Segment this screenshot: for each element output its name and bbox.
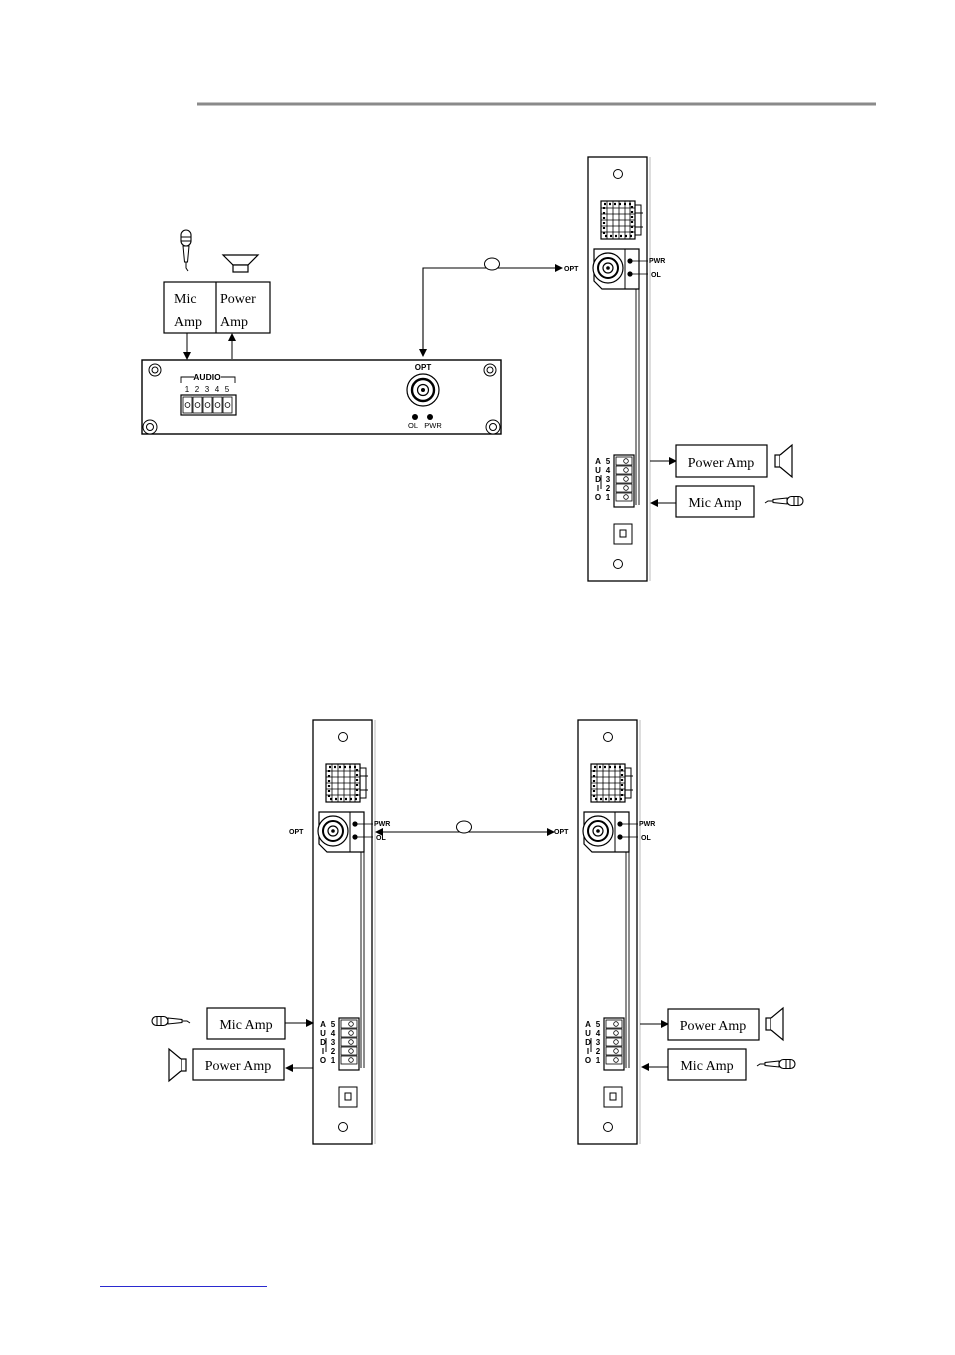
mic-amp-box: Mic Amp: [667, 1048, 747, 1081]
pin-label: 5: [596, 1020, 601, 1029]
pin-label: 4: [331, 1029, 336, 1038]
mic-amp-box: Mic Amp: [206, 1007, 286, 1040]
pin-label: 2: [596, 1047, 601, 1056]
standalone-unit: AUDIO 1 2 3 4 5 OPT OL PWR: [141, 359, 502, 435]
pin-label: 2: [606, 484, 611, 493]
card-module-top-right: PWR OL OPT 5 4 3 2 1 A U D I O: [564, 155, 665, 583]
pin-label: 3: [606, 475, 611, 484]
opt-label: OPT: [554, 829, 569, 836]
footer-link[interactable]: [100, 1270, 267, 1287]
pin-label: 2: [195, 385, 200, 394]
card-module-bottom-right: PWR OL OPT 5 4 3 2 1 A U D I O: [554, 718, 655, 1146]
pwr-label: PWR: [374, 821, 390, 828]
microphone-icon: [180, 229, 192, 272]
audio-letter: A: [320, 1020, 326, 1029]
audio-letter: I: [322, 1047, 324, 1056]
power-amp-label: Power Amp: [205, 1059, 272, 1074]
audio-letter: A: [595, 457, 601, 466]
audio-letter: I: [587, 1047, 589, 1056]
power-label: Power: [220, 292, 256, 307]
audio-letter: D: [585, 1038, 591, 1047]
audio-letter: O: [320, 1056, 326, 1065]
audio-letter: O: [595, 493, 601, 502]
audio-letter: U: [585, 1029, 591, 1038]
opt-label: OPT: [564, 266, 579, 273]
audio-letter: U: [595, 466, 601, 475]
amp-label: Amp: [174, 315, 202, 330]
pwr-label: PWR: [649, 258, 665, 265]
ol-label: OL: [408, 421, 418, 430]
mic-amp-box: Mic Amp: [675, 485, 755, 518]
speaker-icon: [168, 1048, 187, 1082]
power-amp-label: Power Amp: [680, 1019, 747, 1034]
audio-letter: I: [597, 484, 599, 493]
opt-label: OPT: [415, 363, 432, 372]
opt-label: OPT: [289, 829, 304, 836]
card-module-bottom-left: PWR OL OPT 5 4 3 2 1 A U D I O: [289, 718, 390, 1146]
pin-label: 1: [606, 493, 611, 502]
power-amp-box: Power Amp: [667, 1008, 760, 1041]
speaker-icon: [774, 444, 793, 478]
pin-label: 4: [606, 466, 611, 475]
ol-label: OL: [641, 835, 651, 842]
mic-label: Mic: [174, 292, 197, 307]
pin-label: 5: [225, 385, 230, 394]
pin-label: 1: [331, 1056, 336, 1065]
ol-label: OL: [651, 272, 661, 279]
pin-label: 4: [596, 1029, 601, 1038]
mic-amp-label: Mic Amp: [219, 1018, 272, 1033]
power-amp-box: Power Amp: [675, 444, 768, 478]
pin-label: 5: [331, 1020, 336, 1029]
pin-label: 1: [185, 385, 190, 394]
microphone-icon: [764, 495, 804, 507]
power-amp-box: Power Amp: [192, 1048, 285, 1081]
amp-label: Amp: [220, 315, 248, 330]
ol-label: OL: [376, 835, 386, 842]
fiber-link-top: [419, 257, 563, 357]
fiber-link-bottom: [375, 820, 555, 836]
audio-letter: U: [320, 1029, 326, 1038]
speaker-icon: [221, 254, 260, 273]
power-amp-label: Power Amp: [688, 456, 755, 471]
pwr-label: PWR: [639, 821, 655, 828]
speaker-icon: [765, 1007, 784, 1041]
pin-label: 2: [331, 1047, 336, 1056]
audio-letter: D: [320, 1038, 326, 1047]
pwr-label: PWR: [424, 421, 442, 430]
audio-letter: D: [595, 475, 601, 484]
pin-label: 1: [596, 1056, 601, 1065]
pin-label: 3: [205, 385, 210, 394]
microphone-icon: [756, 1058, 796, 1070]
amp-box-top: Mic Amp Power Amp: [163, 281, 271, 334]
pin-label: 4: [215, 385, 220, 394]
audio-letter: O: [585, 1056, 591, 1065]
audio-label: AUDIO: [193, 372, 221, 382]
pin-label: 5: [606, 457, 611, 466]
pin-label: 3: [596, 1038, 601, 1047]
pin-label: 3: [331, 1038, 336, 1047]
microphone-icon: [151, 1015, 191, 1027]
audio-letter: A: [585, 1020, 591, 1029]
mic-amp-label: Mic Amp: [688, 496, 741, 511]
audio-pin-numbers: 1 2 3 4 5: [185, 385, 230, 394]
mic-amp-label: Mic Amp: [680, 1059, 733, 1074]
